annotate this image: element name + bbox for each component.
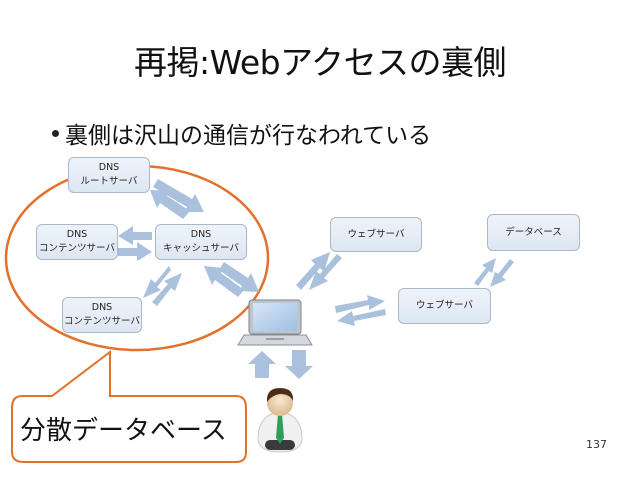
page-number: 137 xyxy=(586,438,607,451)
slide-title: 再掲:Webアクセスの裏側 xyxy=(134,43,506,82)
bullet-text: 裏側は沢山の通信が行なわれている xyxy=(65,123,432,149)
arrow-cache-to-laptop xyxy=(219,262,259,292)
node-line1: DNS xyxy=(66,229,88,240)
node-label: ウェブサーバ xyxy=(416,300,473,311)
node-line2: ルートサーバ xyxy=(80,176,138,187)
laptop-icon xyxy=(237,299,313,346)
user-icon xyxy=(257,388,303,453)
arrow-laptop-to-web1 xyxy=(296,252,330,290)
bullet-item: 裏側は沢山の通信が行なわれている xyxy=(52,116,431,150)
arrow-cache-to-content1 xyxy=(118,226,152,245)
arrow-web2-to-laptop xyxy=(337,309,386,326)
node-line2: コンテンツサーバ xyxy=(64,316,140,327)
arrow-laptop-to-web2 xyxy=(335,295,385,313)
node-dns-root-server: DNS ルートサーバ xyxy=(68,157,150,193)
node-line2: キャッシュサーバ xyxy=(163,243,239,254)
node-dns-cache-server: DNS キャッシュサーバ xyxy=(155,224,247,260)
node-web-server-1: ウェブサーバ xyxy=(330,217,422,252)
arrow-web1-to-laptop xyxy=(309,254,342,290)
arrow-web2-to-db xyxy=(474,258,496,286)
arrow-laptop-to-user xyxy=(285,350,313,379)
node-line1: DNS xyxy=(98,162,120,173)
arrow-content1-to-cache xyxy=(118,242,152,261)
node-line1: DNS xyxy=(190,229,212,240)
callout-label: 分散データベース xyxy=(20,416,227,446)
arrow-laptop-to-cache xyxy=(204,266,244,297)
arrows xyxy=(118,179,514,379)
node-database: データベース xyxy=(487,214,580,251)
arrow-cache-to-root xyxy=(150,190,190,219)
arrow-user-to-laptop xyxy=(248,351,276,378)
bullet-dot xyxy=(52,130,59,137)
node-web-server-2: ウェブサーバ xyxy=(398,288,491,324)
node-line2: コンテンツサーバ xyxy=(39,243,115,254)
callout-bubble xyxy=(11,349,247,463)
arrow-content2-to-cache xyxy=(152,273,182,306)
arrow-root-to-cache xyxy=(153,179,204,212)
arrow-db-to-web2 xyxy=(490,259,514,287)
arrow-cache-to-content2 xyxy=(143,266,171,298)
node-dns-content-server-1: DNS コンテンツサーバ xyxy=(36,224,118,260)
node-line1: DNS xyxy=(91,302,113,313)
node-label: ウェブサーバ xyxy=(347,228,405,240)
node-dns-content-server-2: DNS コンテンツサーバ xyxy=(62,297,142,333)
node-label: データベース xyxy=(505,226,562,238)
